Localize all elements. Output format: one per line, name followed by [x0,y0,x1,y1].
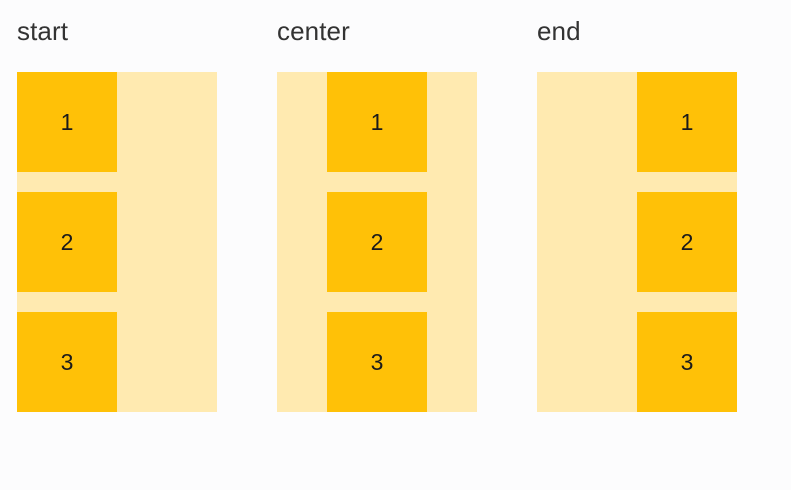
flex-item: 1 [637,72,737,172]
flex-item-number: 3 [60,348,74,375]
flex-item-number: 2 [680,228,694,255]
alignment-demo-end: end 1 2 3 [537,0,737,412]
alignment-demo-center: center 1 2 3 [277,0,477,412]
flex-container-center: 1 2 3 [277,72,477,412]
flex-container-start: 1 2 3 [17,72,217,412]
alignment-label-center: center [277,16,350,46]
flex-item-number: 2 [60,228,74,255]
flex-item-number: 1 [60,108,74,135]
flex-item: 3 [17,312,117,412]
flex-item-number: 1 [680,108,694,135]
alignment-label-end: end [537,16,581,46]
alignment-demo-start: start 1 2 3 [17,0,217,412]
flex-item: 3 [327,312,427,412]
flex-item-number: 2 [370,228,384,255]
flex-item-number: 3 [680,348,694,375]
flex-item: 2 [17,192,117,292]
flex-item: 3 [637,312,737,412]
flex-item: 1 [17,72,117,172]
flex-item: 2 [327,192,427,292]
flex-item: 1 [327,72,427,172]
flex-item-number: 1 [370,108,384,135]
flex-container-end: 1 2 3 [537,72,737,412]
flex-item: 2 [637,192,737,292]
alignment-label-start: start [17,16,69,46]
flex-item-number: 3 [370,348,384,375]
